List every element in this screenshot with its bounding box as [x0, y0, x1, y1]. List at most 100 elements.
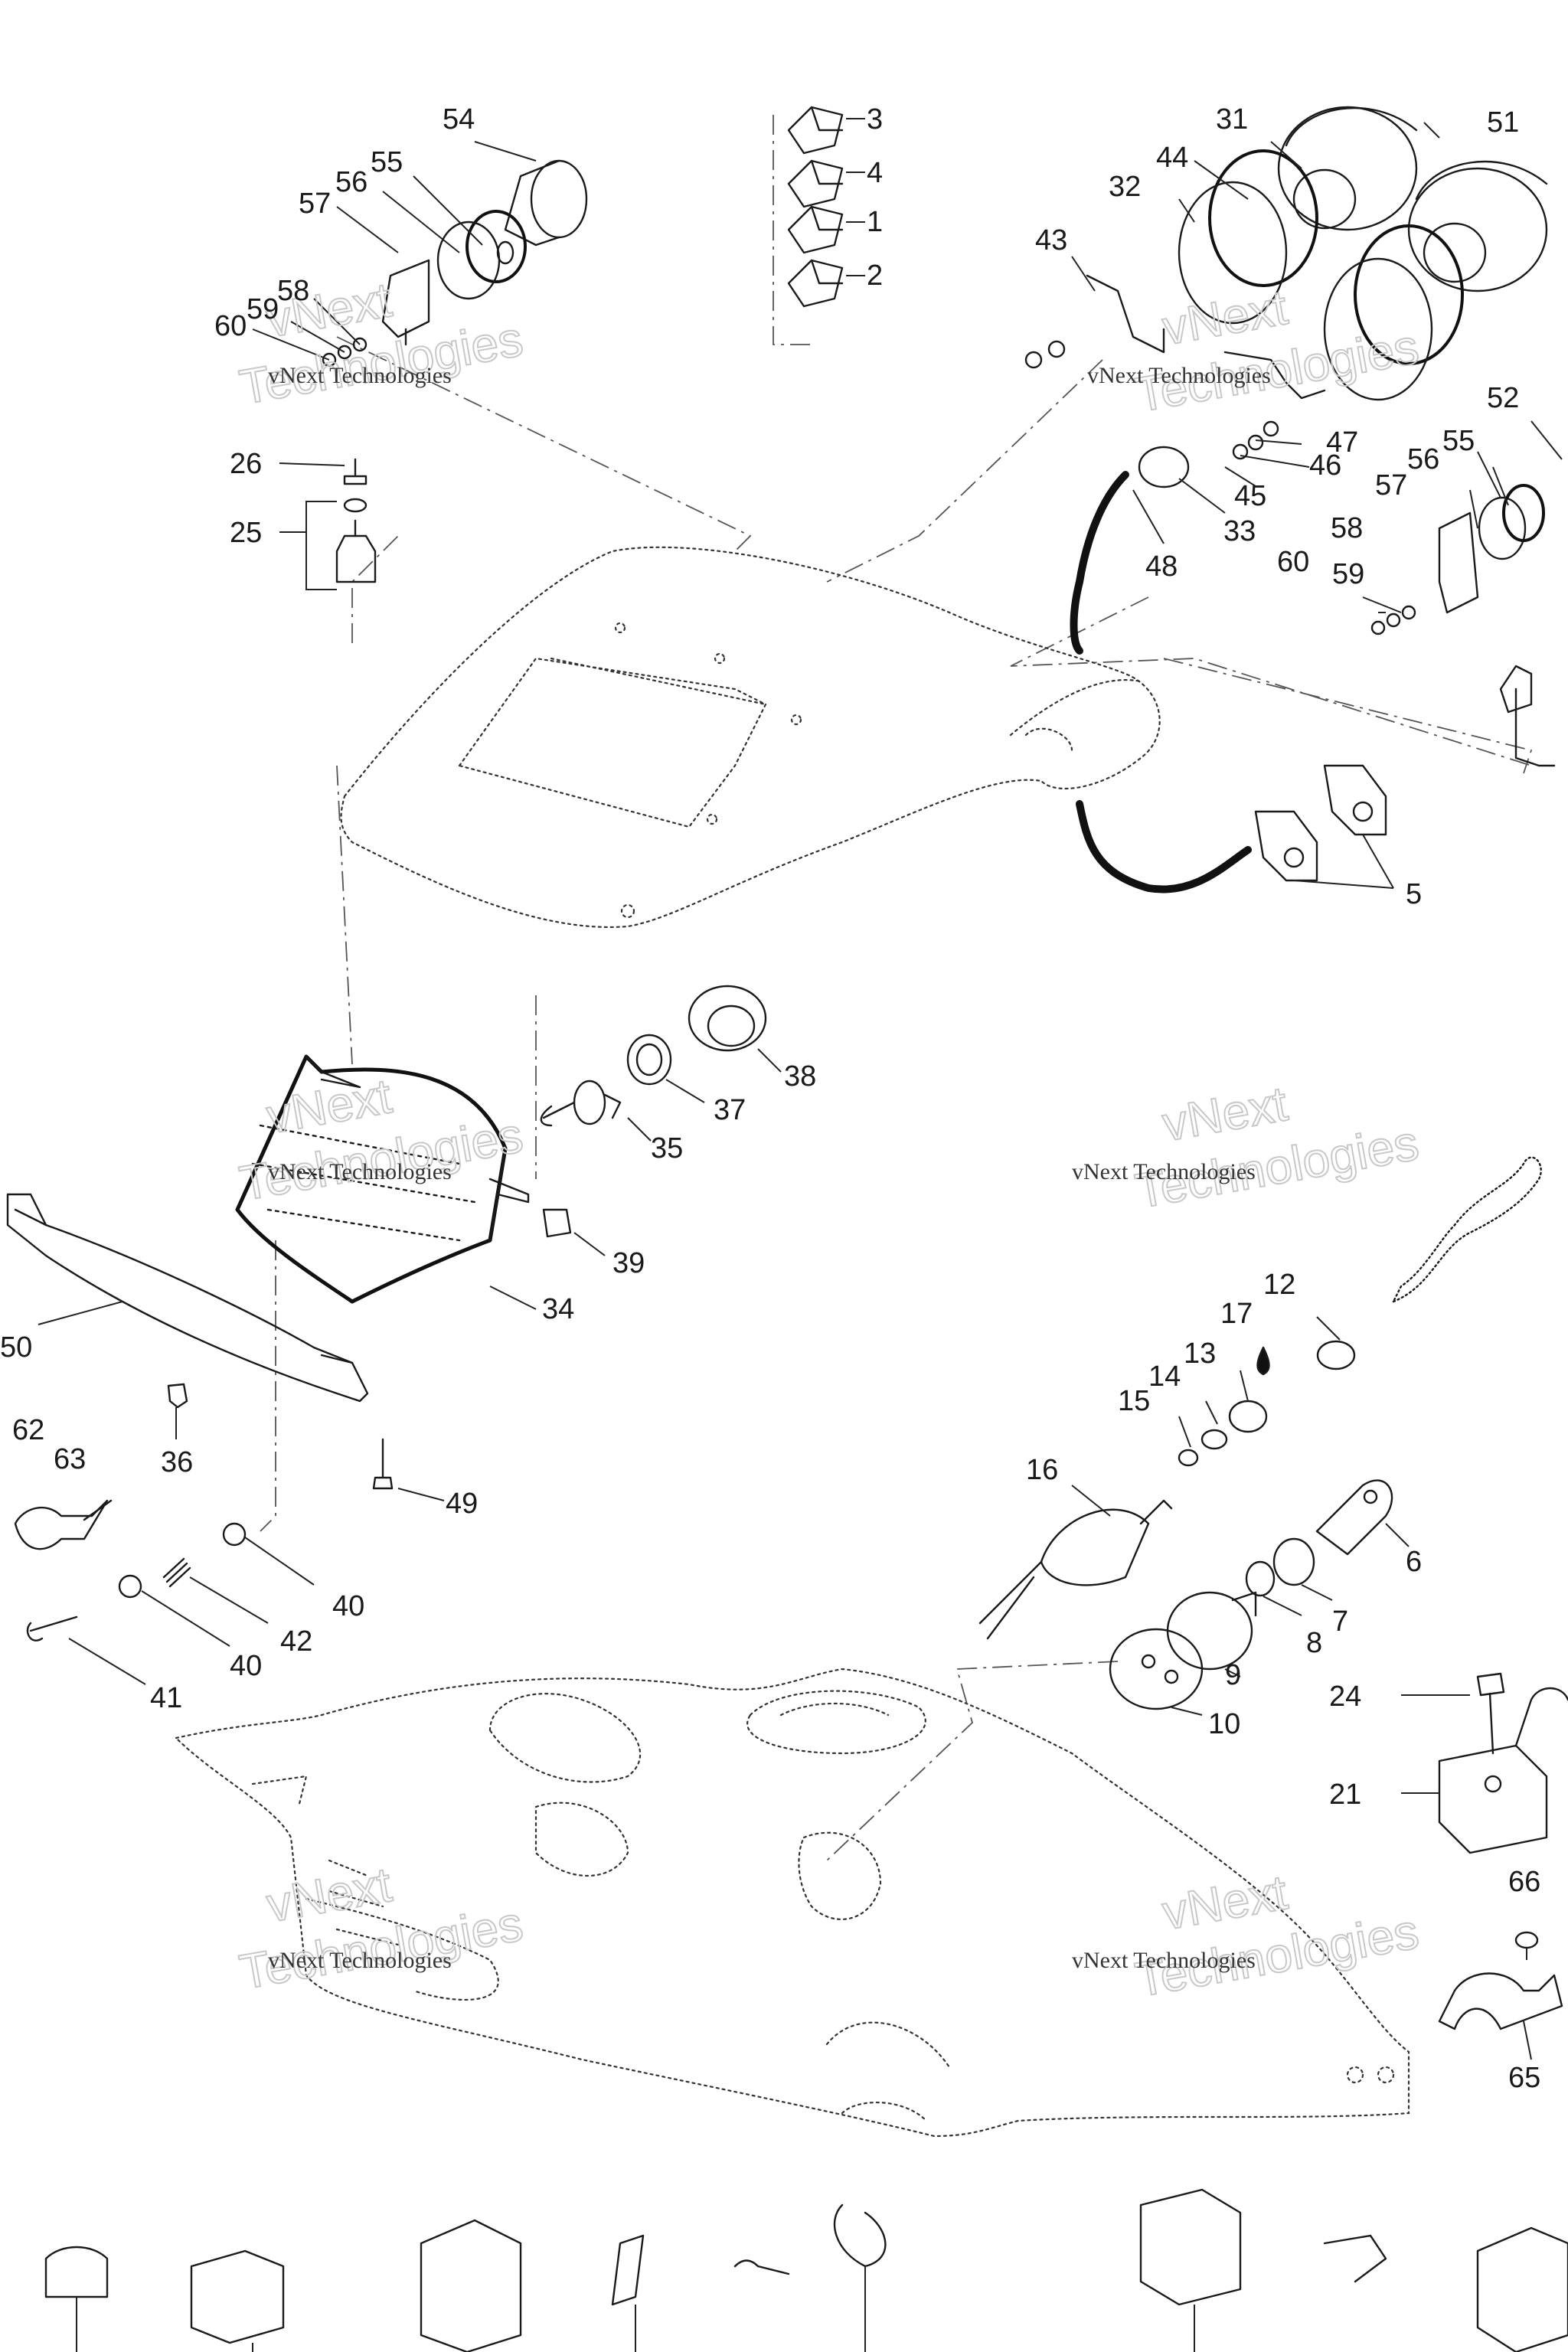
callout-54: 54 — [443, 103, 475, 136]
callout-16: 16 — [1026, 1454, 1058, 1486]
clip-39 — [542, 1208, 572, 1238]
front-hood-outline — [340, 546, 1161, 929]
callout-43: 43 — [1035, 224, 1067, 256]
connector-row — [44, 2188, 1568, 2352]
washer-66 — [1514, 1931, 1539, 1949]
support-bar-50 — [6, 1193, 369, 1403]
callout-40a: 40 — [332, 1590, 364, 1622]
mounting-bracket-5 — [1254, 764, 1387, 882]
callout-55b: 55 — [1442, 425, 1475, 457]
callout-49: 49 — [446, 1488, 478, 1520]
callout-9: 9 — [1225, 1659, 1241, 1691]
terminal-6 — [1315, 1479, 1393, 1556]
callout-15: 15 — [1118, 1385, 1150, 1417]
switch-housing-9 — [1166, 1591, 1257, 1671]
callout-47: 47 — [1326, 426, 1358, 459]
callout-58b: 58 — [1331, 512, 1363, 544]
callout-46: 46 — [1309, 449, 1341, 482]
lock-washer-8 — [1245, 1560, 1276, 1597]
headlight-assembly-34 — [235, 1054, 530, 1304]
post-cap-13 — [1228, 1400, 1268, 1433]
svg-text:vNext Technologies: vNext Technologies — [268, 363, 452, 388]
clamp-65 — [1438, 1972, 1563, 2030]
callout-62: 62 — [12, 1414, 44, 1446]
oil-drop-17 — [1256, 1346, 1270, 1376]
svg-text:vNext Technologies: vNext Technologies — [1072, 1948, 1256, 1973]
svg-text:vNext Technologies: vNext Technologies — [1072, 1159, 1256, 1184]
switch-knob-4 — [787, 159, 844, 208]
nut-36 — [167, 1383, 188, 1409]
callout-37: 37 — [714, 1094, 746, 1126]
screw-41 — [26, 1615, 78, 1642]
callout-13: 13 — [1184, 1338, 1216, 1370]
retaining-ring-37 — [626, 1034, 672, 1086]
callout-51: 51 — [1487, 106, 1519, 139]
callout-41: 41 — [150, 1682, 182, 1714]
callout-7: 7 — [1332, 1606, 1348, 1638]
switch-body-16 — [978, 1499, 1173, 1640]
bulb-35 — [540, 1080, 622, 1127]
watermark-4: vNext Technologies vNext Technologies — [1072, 1075, 1423, 1220]
callout-33: 33 — [1223, 515, 1256, 547]
callout-57: 57 — [299, 188, 331, 220]
callout-66: 66 — [1508, 1866, 1540, 1898]
callout-60: 60 — [214, 310, 247, 342]
callout-42: 42 — [280, 1625, 312, 1658]
switch-knob-group — [787, 106, 844, 308]
watermark-3: vNext Technologies vNext Technologies — [235, 1067, 528, 1212]
callout-17: 17 — [1220, 1298, 1253, 1330]
svg-text:vNext Technologies: vNext Technologies — [268, 1948, 452, 1973]
callout-58: 58 — [277, 275, 309, 307]
knob-62 — [14, 1499, 109, 1550]
tether-coil-12 — [1316, 1156, 1542, 1370]
callout-8: 8 — [1306, 1627, 1322, 1659]
callout-10: 10 — [1208, 1708, 1240, 1740]
callout-26: 26 — [230, 448, 262, 480]
watermark-5: vNext Technologies vNext Technologies — [235, 1856, 528, 2001]
callout-36: 36 — [161, 1446, 193, 1478]
callout-12: 12 — [1263, 1269, 1295, 1301]
bolt-49 — [372, 1438, 394, 1490]
callout-35: 35 — [651, 1132, 683, 1165]
callout-5: 5 — [1406, 878, 1422, 910]
nut-7 — [1272, 1537, 1315, 1586]
callout-45: 45 — [1234, 480, 1266, 512]
right-gauge-assembly — [1024, 106, 1548, 488]
callout-6: 6 — [1406, 1546, 1422, 1578]
watermark-6: vNext Technologies vNext Technologies — [1072, 1864, 1423, 2008]
callout-48: 48 — [1145, 550, 1178, 583]
spring-42 — [162, 1557, 191, 1588]
washer-40b — [118, 1574, 142, 1599]
callout-1: 1 — [867, 206, 883, 238]
left-gauge-assembly — [322, 159, 588, 368]
callout-21: 21 — [1329, 1779, 1361, 1811]
left-toggle-switch — [335, 458, 377, 583]
callout-39: 39 — [612, 1247, 645, 1279]
svg-text:vNext Technologies: vNext Technologies — [268, 1159, 452, 1184]
callout-leaders — [38, 118, 1563, 2060]
o-ring-14 — [1200, 1429, 1228, 1450]
bolt-24 — [1476, 1672, 1505, 1755]
dust-cap-38 — [688, 985, 767, 1052]
small-hardware — [14, 1383, 394, 1642]
callout-56: 56 — [335, 166, 368, 198]
callout-60b: 60 — [1277, 546, 1309, 578]
wiring-cable — [1070, 471, 1252, 893]
voltage-regulator-21 — [1438, 1687, 1568, 1854]
switch-knob-1 — [787, 205, 844, 254]
callout-52: 52 — [1487, 382, 1519, 414]
callout-4: 4 — [867, 157, 883, 189]
callout-38: 38 — [784, 1060, 816, 1093]
svg-text:vNext Technologies: vNext Technologies — [1087, 363, 1271, 388]
stud-63 — [83, 1499, 113, 1521]
callout-3: 3 — [867, 103, 883, 136]
callout-44: 44 — [1156, 142, 1188, 174]
callout-2: 2 — [867, 260, 883, 292]
callout-57b: 57 — [1375, 469, 1407, 501]
callout-63: 63 — [54, 1443, 86, 1475]
callout-59: 59 — [247, 293, 279, 325]
washer-15 — [1178, 1449, 1199, 1467]
callout-14: 14 — [1148, 1361, 1181, 1393]
callout-40b: 40 — [230, 1650, 262, 1682]
